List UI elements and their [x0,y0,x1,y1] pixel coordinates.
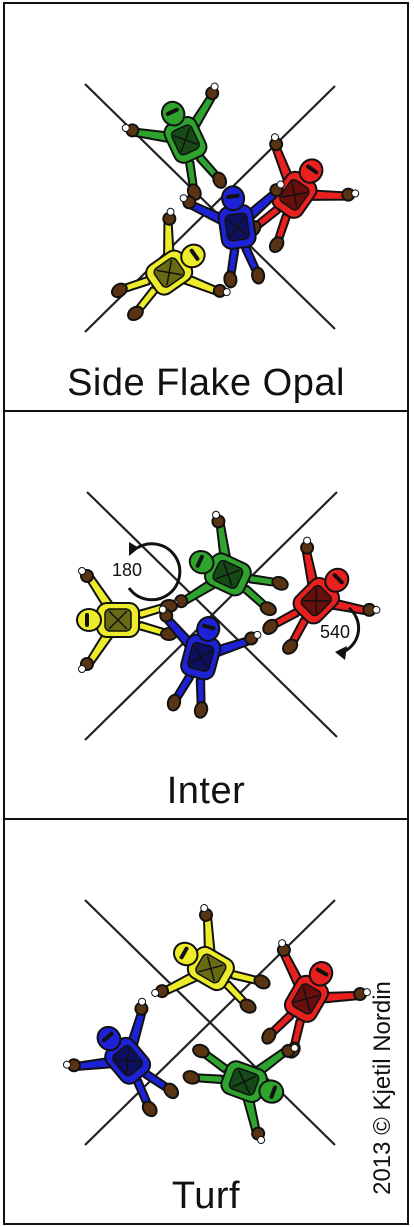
formation-diagram: 180 540 [76,491,381,741]
jumper-green [182,1043,299,1145]
axis-cross [84,491,338,741]
formation-name: Side Flake Opal [67,362,345,404]
jumper-yellow [151,904,271,1014]
formation-panel-side-flake-opal: Side Flake Opal [3,2,409,412]
jumper-blue [158,605,262,719]
formation-name: Inter [166,770,246,812]
rotation-label-right: 540 [320,622,350,642]
rotation-label-left: 180 [112,560,142,580]
jumper-green [170,510,289,617]
jumper-green [121,82,228,201]
jumper-yellow [110,207,231,322]
rotation-arrow-left-icon [127,542,182,602]
formation-diagram [84,82,360,333]
jumper-blue [62,997,180,1118]
axis-cross [84,899,336,1146]
formation-panel-inter: 180 540 Inter [3,410,409,820]
jumper-blue [179,180,285,289]
formation-panel-turf: Turf 2013 © Kjetil Nordin [3,818,409,1225]
formation-diagram [62,899,371,1146]
jumper-red [262,536,381,655]
credit-text: 2013 © Kjetil Nordin [369,981,396,1195]
copyright-credit: 2013 © Kjetil Nordin [365,973,401,1203]
rotation-arrow-right-icon [335,606,361,660]
formation-name: Turf [171,1175,241,1217]
